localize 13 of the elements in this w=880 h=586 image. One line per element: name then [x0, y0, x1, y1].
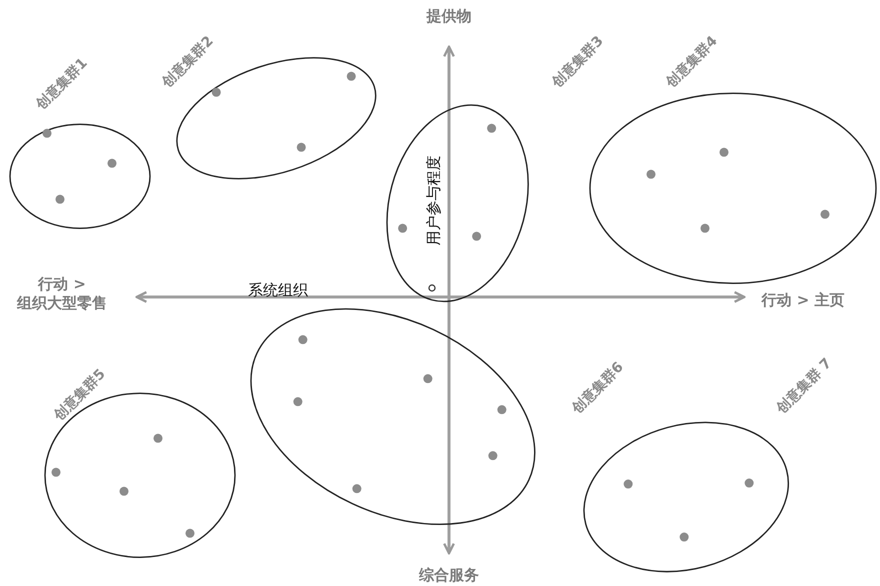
cluster-label: 创意集群5 [52, 366, 108, 424]
axis-label: 综合服务 [419, 566, 479, 584]
cluster-label: 创意集群6 [570, 360, 626, 416]
axis-title: 系统组织 [248, 280, 308, 300]
cluster-label: 创意集群 7 [774, 356, 835, 416]
cluster-label: 创意集群4 [664, 34, 720, 90]
cluster-label: 创意集群1 [34, 56, 90, 112]
axis-label: 提供物 [426, 6, 472, 26]
cluster-label: 创意集群2 [160, 34, 216, 90]
axis-title: 用户参与程度 [424, 154, 444, 245]
axis-label: 行动 > 组织大型零售 [16, 275, 108, 312]
cluster-label: 创意集群3 [550, 34, 606, 90]
axis-label: 行动 > 主页 [762, 290, 845, 310]
